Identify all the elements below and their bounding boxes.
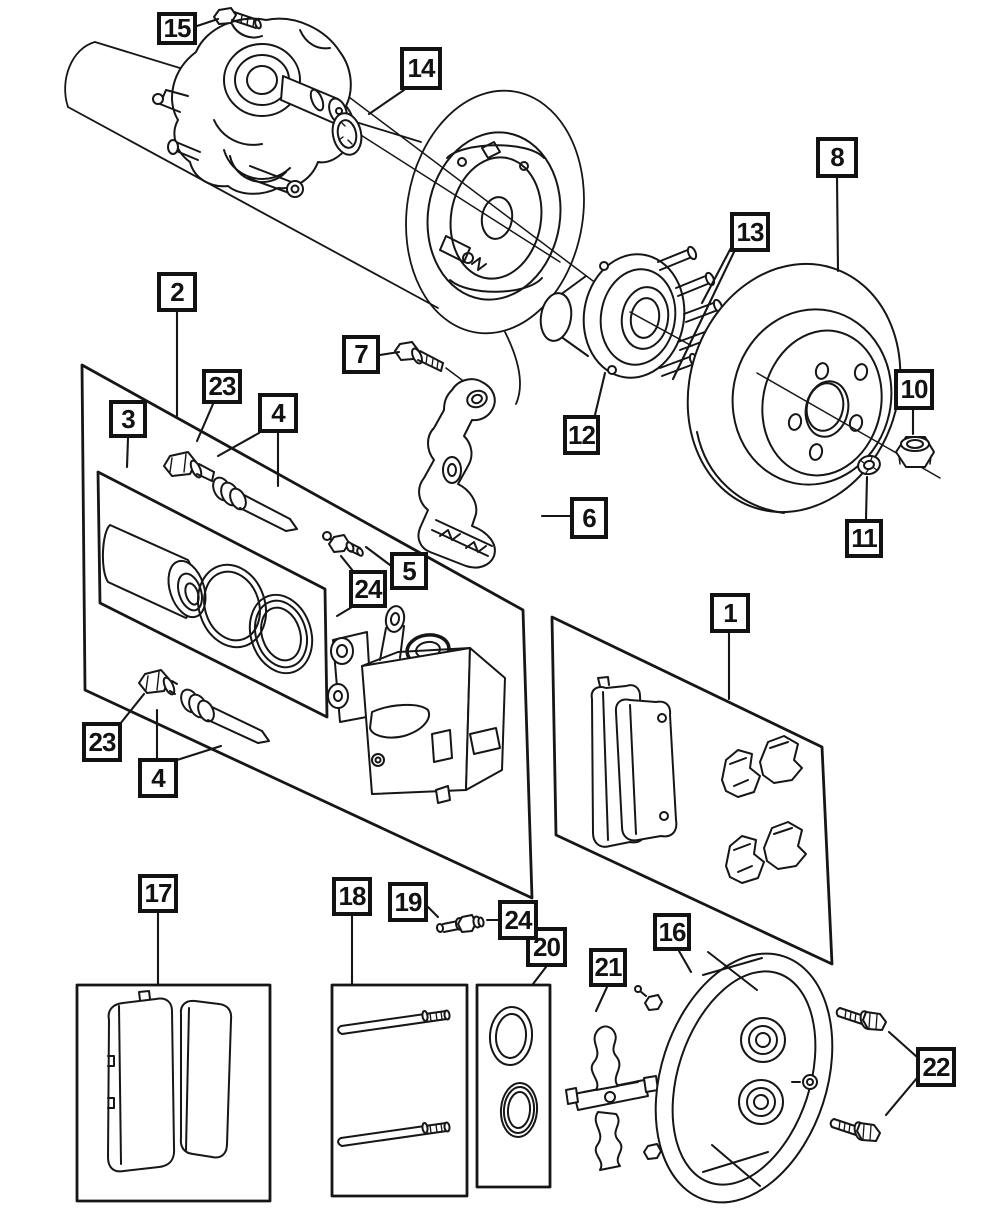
piston-seals [488,1006,539,1138]
callout-7[interactable]: 7 [342,335,380,374]
caliper-kit-box-2 [80,363,534,900]
seal-kit-box-3 [96,470,329,719]
park-brake-backing-plate [426,131,562,301]
performance-caliper [634,951,834,1204]
leader-8 [835,176,840,273]
caliper-bolts [829,1007,887,1142]
callout-10[interactable]: 10 [894,369,934,410]
seals-box-20 [475,983,552,1189]
callout-16[interactable]: 16 [653,913,691,951]
leader-4a2 [216,431,261,458]
callout-12[interactable]: 12 [563,415,600,455]
callout-4b[interactable]: 4 [138,758,178,798]
guide-pin-bolt-upper [163,451,215,482]
leader-4b2 [175,744,223,762]
caliper-adapter [417,378,496,569]
callout-24b[interactable]: 24 [498,900,538,940]
leader-22b [884,1076,919,1117]
kit-boxes [80,363,834,966]
leader-22a [887,1030,919,1059]
leader-7 [378,350,401,357]
callout-17[interactable]: 17 [138,874,178,913]
leader-24a2 [335,605,354,618]
bleeder-screw-lower [435,914,485,933]
leader-20 [531,965,548,986]
leader-3 [125,436,130,469]
leader-lines [118,17,919,1117]
axis-segment [629,311,693,347]
callout-19[interactable]: 19 [388,882,428,922]
guide-pins [337,1009,452,1147]
callout-21[interactable]: 21 [589,948,627,987]
leader-12 [593,371,607,417]
callout-22[interactable]: 22 [916,1047,956,1087]
pads-box-17 [75,983,272,1203]
bleeder-screw-upper [322,531,364,557]
callout-23a[interactable]: 23 [202,369,242,404]
leader-13a [700,242,735,305]
guide-pin-upper [212,476,298,532]
guide-pin-bolt-lower [138,669,178,696]
leader-5 [364,545,392,567]
hub-nut [895,436,935,468]
leader-15 [195,17,220,28]
caliper-housing [327,605,506,804]
leader-24a [339,554,355,573]
callout-5[interactable]: 5 [390,552,428,590]
callout-3[interactable]: 3 [109,400,147,438]
callout-13[interactable]: 13 [730,212,770,252]
pad-kit-box-1 [550,615,834,966]
leader-23a [195,402,215,443]
callout-24a[interactable]: 24 [349,570,387,608]
leader-21 [594,985,609,1013]
callout-23b[interactable]: 23 [82,722,122,762]
callout-8[interactable]: 8 [816,137,858,178]
leader-19 [426,905,440,919]
callout-11[interactable]: 11 [845,519,883,558]
axle-actuator [152,17,355,198]
bottom-kit-boxes [75,983,552,1203]
callout-15[interactable]: 15 [157,12,197,45]
actuator-bolt [213,7,262,30]
brake-pads [107,990,233,1173]
retainer-washer [857,454,881,476]
leader-13b [671,250,736,381]
piston-dust-boot [248,593,314,675]
piston-seal [197,563,267,649]
leader-23b [118,692,146,726]
pins-box-18 [330,983,469,1198]
brake-pads-kit [590,676,678,848]
callout-2[interactable]: 2 [157,272,197,312]
callout-1[interactable]: 1 [710,593,750,633]
leader-16 [677,949,693,974]
pad-clips-upper [721,735,803,798]
thrust-washer [331,112,363,156]
anti-rattle-spring [565,1025,659,1171]
callout-14[interactable]: 14 [400,47,442,90]
callout-20[interactable]: 20 [526,927,567,967]
leader-14 [367,88,406,116]
leader-11 [864,475,869,521]
guide-pin-lower [180,688,270,744]
callout-6[interactable]: 6 [570,497,608,539]
callout-18[interactable]: 18 [332,877,372,916]
caliper-piston [102,524,207,619]
pad-clips-lower [725,821,807,884]
brake-rotor [686,262,902,514]
callout-4a[interactable]: 4 [258,393,298,433]
